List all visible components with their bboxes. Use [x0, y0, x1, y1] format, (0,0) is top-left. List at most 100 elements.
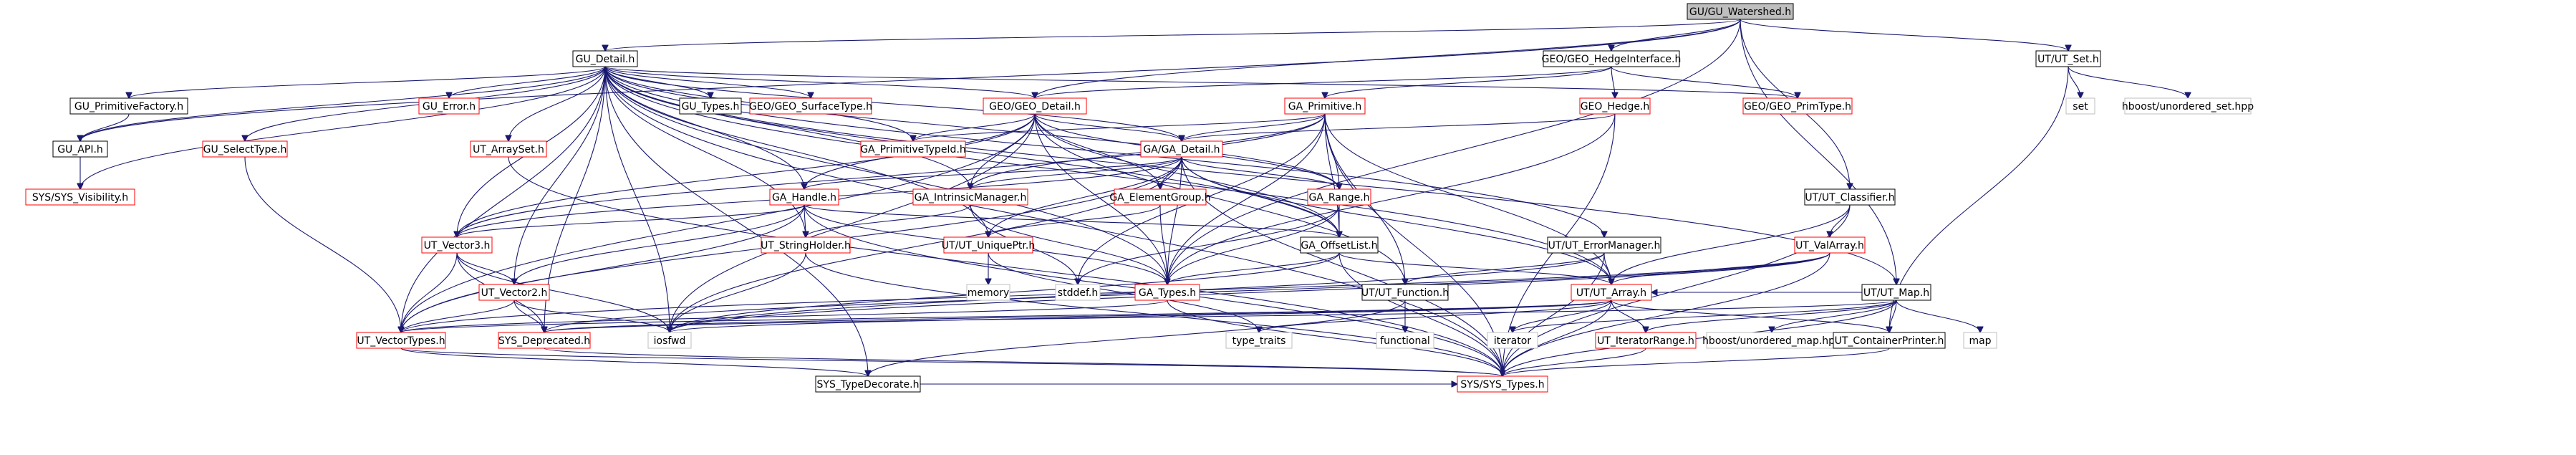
node-label: GA_OffsetList.h: [1301, 240, 1377, 252]
node-label: SYS_Deprecated.h: [498, 335, 590, 347]
edge-ut_contprinter-to-sys_types: [1502, 348, 1890, 376]
node-ga-types[interactable]: GA_Types.h: [1134, 284, 1200, 301]
node-ut-contprinter[interactable]: UT_ContainerPrinter.h: [1833, 332, 1946, 349]
edge-geo_detail-to-ut_function: [1034, 113, 1405, 284]
node-ut-arrayset[interactable]: UT_ArraySet.h: [470, 140, 547, 158]
edge-ga_offsetlist-to-ut_array: [1338, 252, 1611, 284]
node-ut-errormanager[interactable]: UT/UT_ErrorManager.h: [1547, 236, 1661, 254]
node-box: [1361, 284, 1449, 301]
edge-ga_detail-to-ga_handle: [804, 156, 1182, 189]
edge-geo_detail-to-ga_types: [1034, 113, 1167, 284]
node-label: GU_Error.h: [423, 101, 476, 112]
node-ut-iterrange[interactable]: UT_IteratorRange.h: [1595, 332, 1697, 349]
node-box: [1284, 97, 1366, 115]
node-box: [1543, 50, 1680, 67]
edge-ut_valarray-to-ut_vectortypes: [401, 252, 1830, 332]
edge-ut_vector3-to-ut_vector2: [456, 252, 514, 284]
node-gu-detail[interactable]: GU_Detail.h: [572, 50, 638, 67]
edge-ut_map-to-sys_deprecated: [544, 300, 1897, 332]
edge-ga_detail-to-ut_array: [1181, 156, 1611, 284]
node-ga-elementgroup[interactable]: GA_ElementGroup.h: [1109, 188, 1211, 206]
node-label: UT_Vector2.h: [481, 287, 548, 299]
node-box: [1140, 140, 1223, 158]
node-ut-classifier[interactable]: UT/UT_Classifier.h: [1804, 188, 1896, 206]
node-sys-types[interactable]: SYS/SYS_Types.h: [1457, 375, 1548, 393]
edge-ut_classifier-to-ut_array: [1611, 204, 1851, 284]
edge-ga_offsetlist-to-sys_types: [1338, 252, 1502, 376]
node-ga-offsetlist[interactable]: GA_OffsetList.h: [1300, 236, 1379, 254]
node-ut-map[interactable]: UT/UT_Map.h: [1861, 284, 1931, 301]
node-geo-hedge-if[interactable]: GEO/GEO_HedgeInterface.h: [1542, 50, 1682, 67]
edge-ut_function-to-sys_typedecorate: [868, 300, 1406, 376]
node-ut-stringholder[interactable]: UT_StringHolder.h: [761, 236, 851, 254]
node-label: GEO/GEO_Detail.h: [989, 101, 1081, 112]
node-box: [647, 332, 692, 349]
node-root[interactable]: GU/GU_Watershed.h: [1687, 3, 1794, 20]
node-label: GA_Primitive.h: [1288, 101, 1361, 112]
edge-ut_map-to-hboost_map: [1772, 300, 1897, 332]
node-ga-detail[interactable]: GA/GA_Detail.h: [1140, 140, 1223, 158]
node-ut-vector3[interactable]: UT_Vector3.h: [421, 236, 493, 254]
edge-ga_elementgroup-to-ut_uniqueptr: [988, 204, 1161, 237]
edge-gu_detail-to-ut_errormanager: [604, 66, 1604, 237]
node-label: GU/GU_Watershed.h: [1689, 6, 1791, 18]
node-label: GU_API.h: [57, 144, 103, 155]
node-geo-surfacetype[interactable]: GEO/GEO_SurfaceType.h: [749, 97, 872, 115]
edge-root-to-gu_api: [80, 19, 1741, 141]
edge-geo_hedge_if-to-geo_primtype: [1611, 66, 1798, 98]
node-ut-set[interactable]: UT/UT_Set.h: [2035, 50, 2101, 67]
node-box: [2124, 97, 2252, 115]
node-box: [356, 332, 446, 349]
node-label: iterator: [1494, 335, 1531, 347]
edge-ut_map-to-ut_contprinter: [1889, 300, 1897, 332]
node-ga-primtypeid[interactable]: GA_PrimitiveTypeId.h: [860, 140, 966, 158]
node-ut-array[interactable]: UT/UT_Array.h: [1571, 284, 1652, 301]
node-box: [1861, 284, 1931, 301]
node-geo-primtype[interactable]: GEO/GEO_PrimType.h: [1742, 97, 1853, 115]
edge-geo_hedge_if-to-ga_primitive: [1325, 66, 1612, 98]
node-label: GA_Types.h: [1139, 287, 1196, 299]
node-ut-uniqueptr[interactable]: UT/UT_UniquePtr.h: [942, 236, 1035, 254]
edge-geo_detail-to-ga_elementgroup: [1034, 113, 1160, 189]
node-label: map: [1969, 335, 1991, 347]
node-label: UT/UT_Set.h: [2037, 54, 2099, 65]
node-label: GA_PrimitiveTypeId.h: [860, 144, 966, 155]
node-box: [815, 375, 921, 393]
node-ut-vector2[interactable]: UT_Vector2.h: [478, 284, 550, 301]
edge-ut_array-to-ut_contprinter: [1611, 300, 1889, 332]
node-gu-api[interactable]: GU_API.h: [52, 140, 108, 158]
node-sys-visibility[interactable]: SYS/SYS_Visibility.h: [25, 188, 135, 206]
edge-root-to-gu_detail: [605, 19, 1741, 51]
edge-gu_selecttype-to-ut_vectortypes: [244, 156, 401, 332]
node-ut-function[interactable]: UT/UT_Function.h: [1361, 284, 1449, 301]
node-ga-handle[interactable]: GA_Handle.h: [769, 188, 839, 206]
node-geo-detail[interactable]: GEO/GEO_Detail.h: [983, 97, 1087, 115]
node-label: UT_Vector3.h: [424, 240, 491, 252]
node-ga-intrinsic[interactable]: GA_IntrinsicManager.h: [912, 188, 1028, 206]
node-sys-deprecated[interactable]: SYS_Deprecated.h: [498, 332, 591, 349]
edge-gu_detail-to-gu_api: [80, 66, 606, 141]
node-label: GEO/GEO_PrimType.h: [1744, 101, 1851, 112]
node-ga-primitive[interactable]: GA_Primitive.h: [1284, 97, 1366, 115]
node-sys-typedecorate[interactable]: SYS_TypeDecorate.h: [815, 375, 921, 393]
edge-gu_primfactory-to-gu_api: [80, 113, 130, 141]
node-gu-primfactory[interactable]: GU_PrimitiveFactory.h: [69, 97, 188, 115]
node-gu-error[interactable]: GU_Error.h: [418, 97, 480, 115]
node-box: [769, 188, 839, 206]
edge-ut_map-to-map: [1896, 300, 1980, 332]
edge-root-to-ut_set: [1740, 19, 2068, 51]
node-label: GA_IntrinsicManager.h: [915, 192, 1027, 203]
node-geo-hedge[interactable]: GEO_Hedge.h: [1579, 97, 1651, 115]
edge-ut_array-to-ut_vectortypes: [401, 300, 1612, 332]
node-box: [1794, 236, 1866, 254]
node-ga-range[interactable]: GA_Range.h: [1307, 188, 1371, 206]
node-ut-valarray[interactable]: UT_ValArray.h: [1794, 236, 1866, 254]
edge-geo_hedge-to-ga_detail: [1182, 113, 1616, 141]
edge-ut_map-to-sys_types: [1502, 300, 1897, 376]
node-box: [912, 188, 1028, 206]
edge-ga_primitive-to-ut_vector3: [457, 113, 1326, 237]
node-ut-vectortypes[interactable]: UT_VectorTypes.h: [356, 332, 446, 349]
node-gu-types[interactable]: GU_Types.h: [679, 97, 742, 115]
edge-gu_detail-to-ut_arrayset: [508, 66, 606, 141]
node-gu-selecttype[interactable]: GU_SelectType.h: [202, 140, 288, 158]
